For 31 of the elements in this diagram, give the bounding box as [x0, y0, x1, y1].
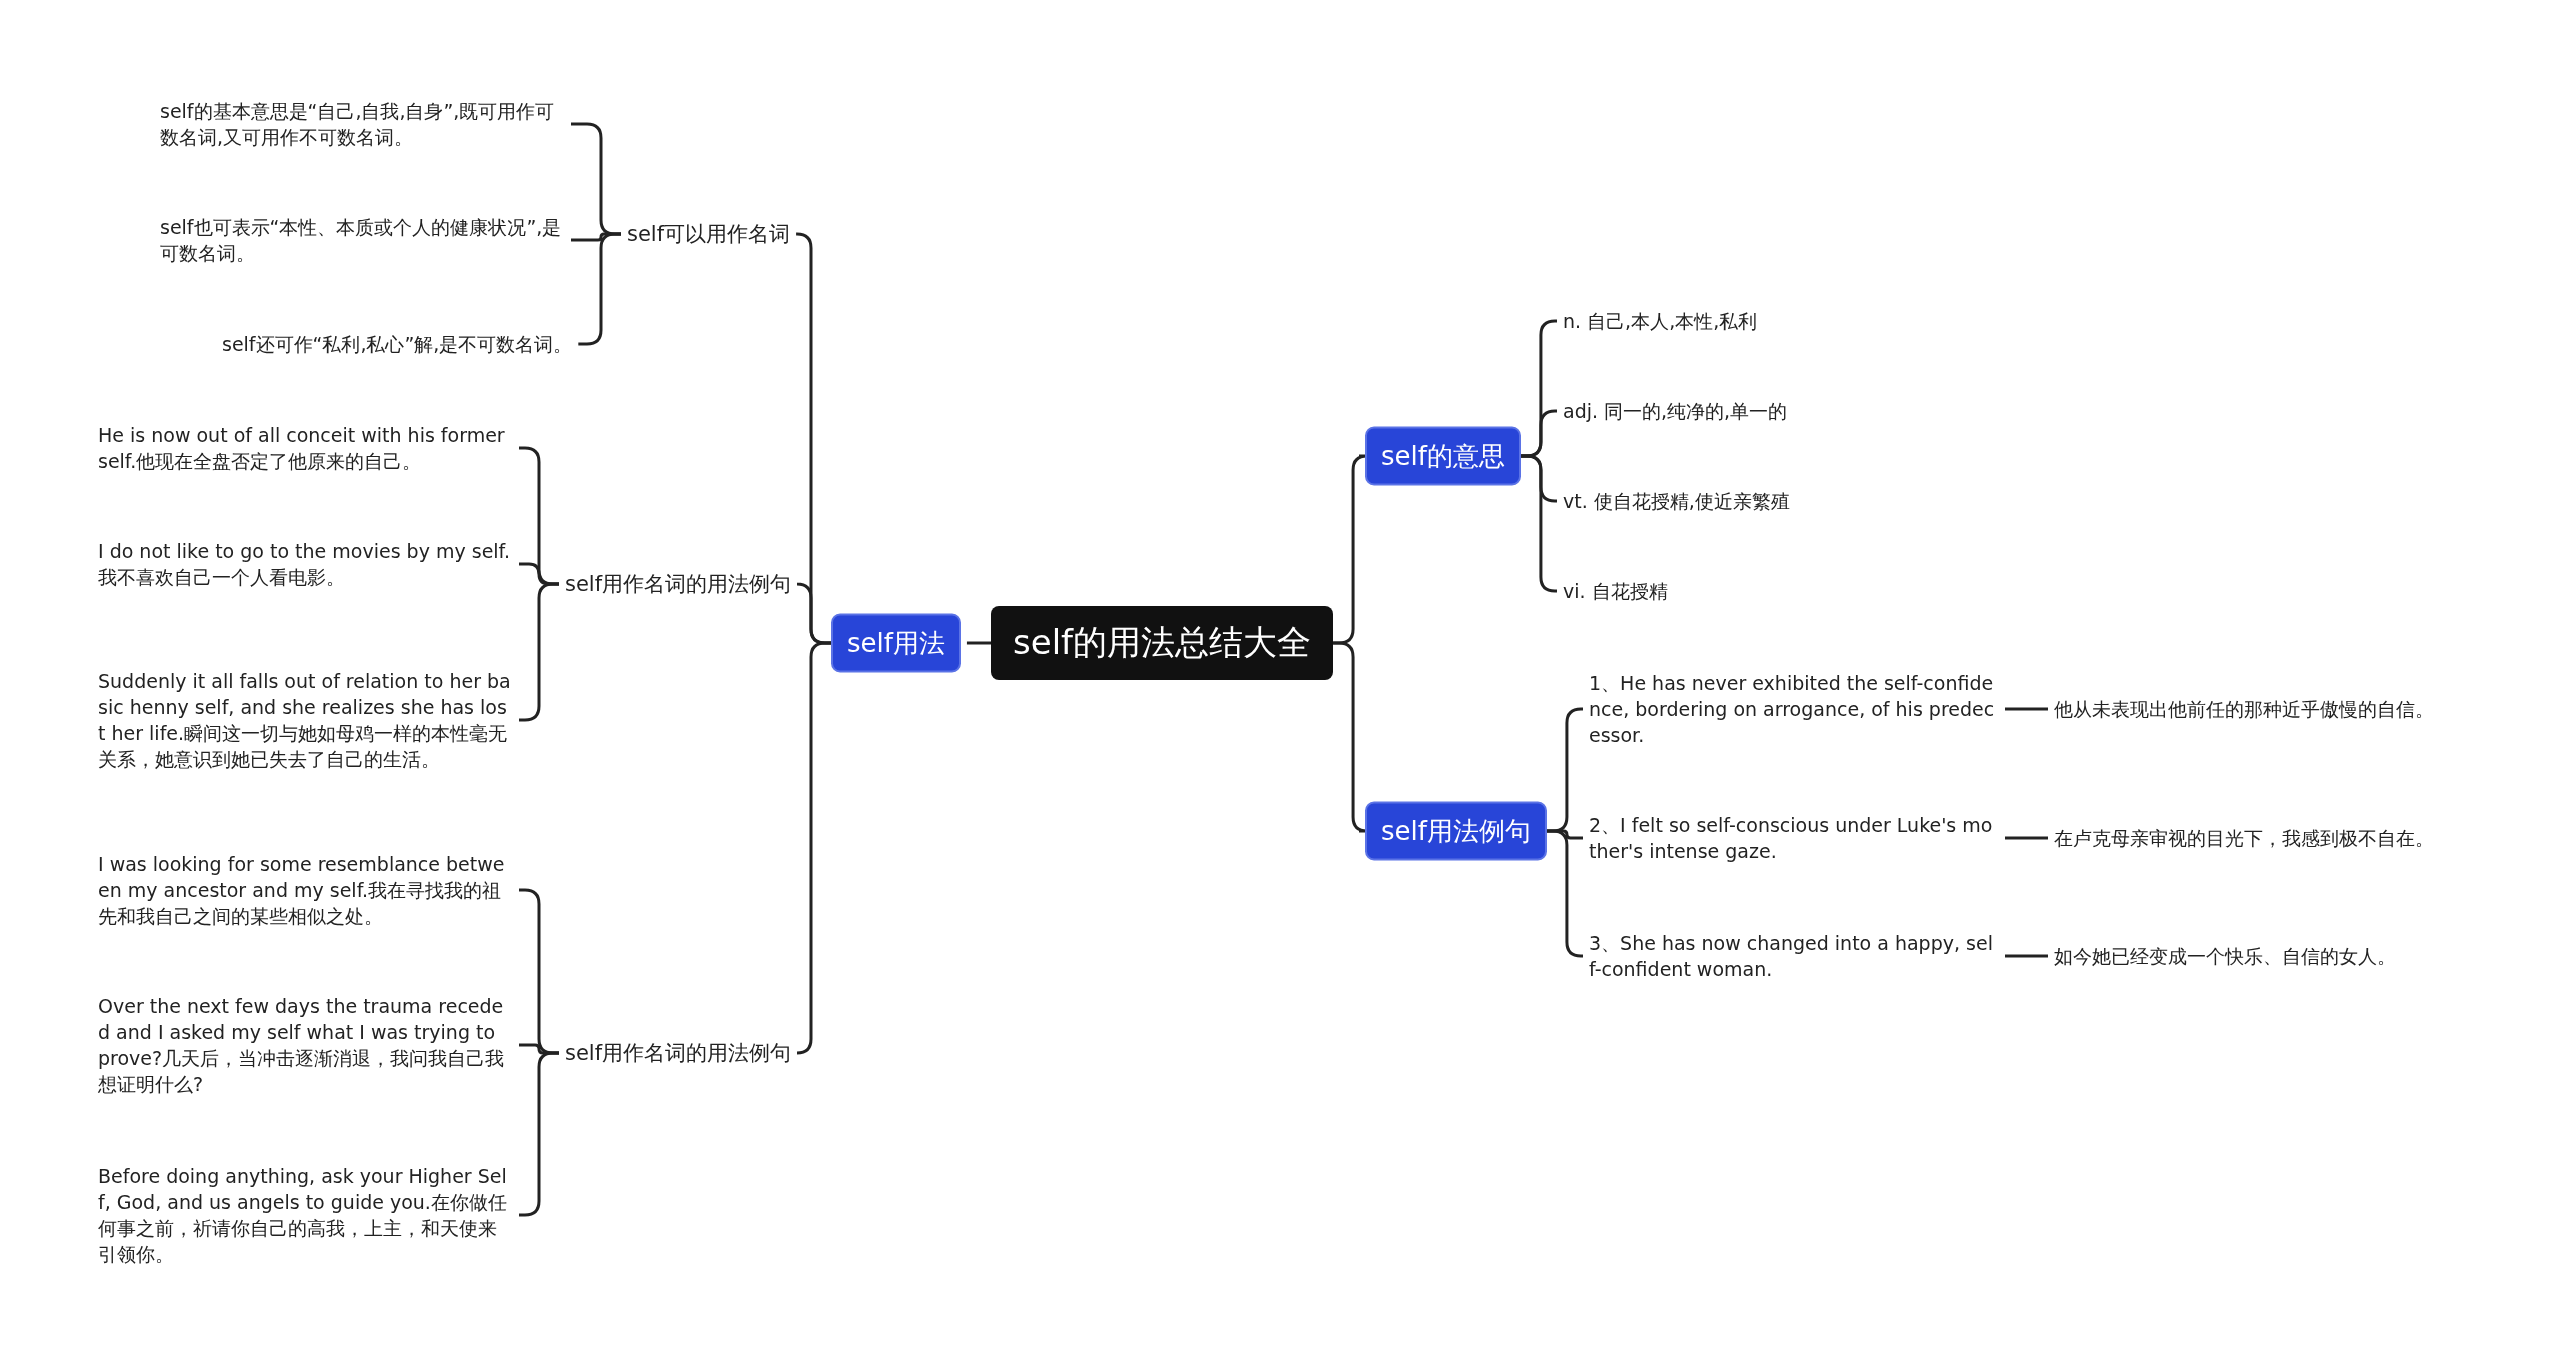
example-sentence: 1、He has never exhibited the self-confidence, bordering on arrogance, of his predecessor. — [1589, 670, 1999, 748]
connector-line — [2005, 707, 2048, 711]
example-sentence: I was looking for some resemblance between my ancestor and my self.我在寻找我的祖先和我自己之间的某些相似之处。 — [98, 851, 513, 929]
explanation-text: self的基本意思是“自己,自我,自身”,既可用作可数名词,又可用作不可数名词。 — [160, 98, 565, 150]
example-sentence: 3、She has now changed into a happy, self-confident woman. — [1589, 930, 1999, 982]
example-sentence: Suddenly it all falls out of relation to her basic henny self, and she realizes she has lost her life.瞬间这一切与她如母鸡一样的本性毫无关系，她意识到她已失去了自己的生活。 — [98, 668, 513, 772]
example-sentence: Before doing anything, ask your Higher Self, God, and us angels to guide you.在你做任何事之前，祈请你自己的高我，上主，和天使来引领你。 — [98, 1163, 513, 1267]
connector-line — [2005, 954, 2048, 958]
connector-line — [2005, 836, 2048, 840]
definition-text: vt. 使自花授精,使近亲繁殖 — [1563, 488, 1790, 514]
definition-text: vi. 自花授精 — [1563, 578, 1668, 604]
translation-text: 他从未表现出他前任的那种近乎傲慢的自信。 — [2054, 696, 2434, 722]
translation-text: 在卢克母亲审视的目光下，我感到极不自在。 — [2054, 825, 2434, 851]
subtopic-text: self用作名词的用法例句 — [565, 570, 792, 598]
explanation-text: self也可表示“本性、本质或个人的健康状况”,是可数名词。 — [160, 214, 565, 266]
example-sentence: 2、I felt so self-conscious under Luke's mother's intense gaze. — [1589, 812, 1999, 864]
translation-text: 如今她已经变成一个快乐、自信的女人。 — [2054, 943, 2396, 969]
definition-text: n. 自己,本人,本性,私利 — [1563, 308, 1758, 334]
topic-box: self的意思 — [1365, 426, 1521, 486]
definition-text: adj. 同一的,纯净的,单一的 — [1563, 398, 1788, 424]
central-topic-box: self的用法总结大全 — [991, 606, 1334, 680]
explanation-text: self还可作“私利,私心”解,是不可数名词。 — [222, 331, 573, 357]
topic-box: self用法 — [831, 613, 961, 673]
subtopic-text: self用作名词的用法例句 — [565, 1039, 792, 1067]
example-sentence: I do not like to go to the movies by my self.我不喜欢自己一个人看电影。 — [98, 538, 513, 590]
connector-line — [966, 641, 991, 645]
example-sentence: Over the next few days the trauma receded and I asked my self what I was trying to prove?几天后，当冲击逐渐消退，我问我自己我想证明什么? — [98, 993, 513, 1097]
example-sentence: He is now out of all conceit with his former self.他现在全盘否定了他原来的自己。 — [98, 422, 513, 474]
topic-box: self用法例句 — [1365, 801, 1547, 861]
connector-line — [795, 641, 831, 1055]
subtopic-text: self可以用作名词 — [627, 220, 791, 248]
